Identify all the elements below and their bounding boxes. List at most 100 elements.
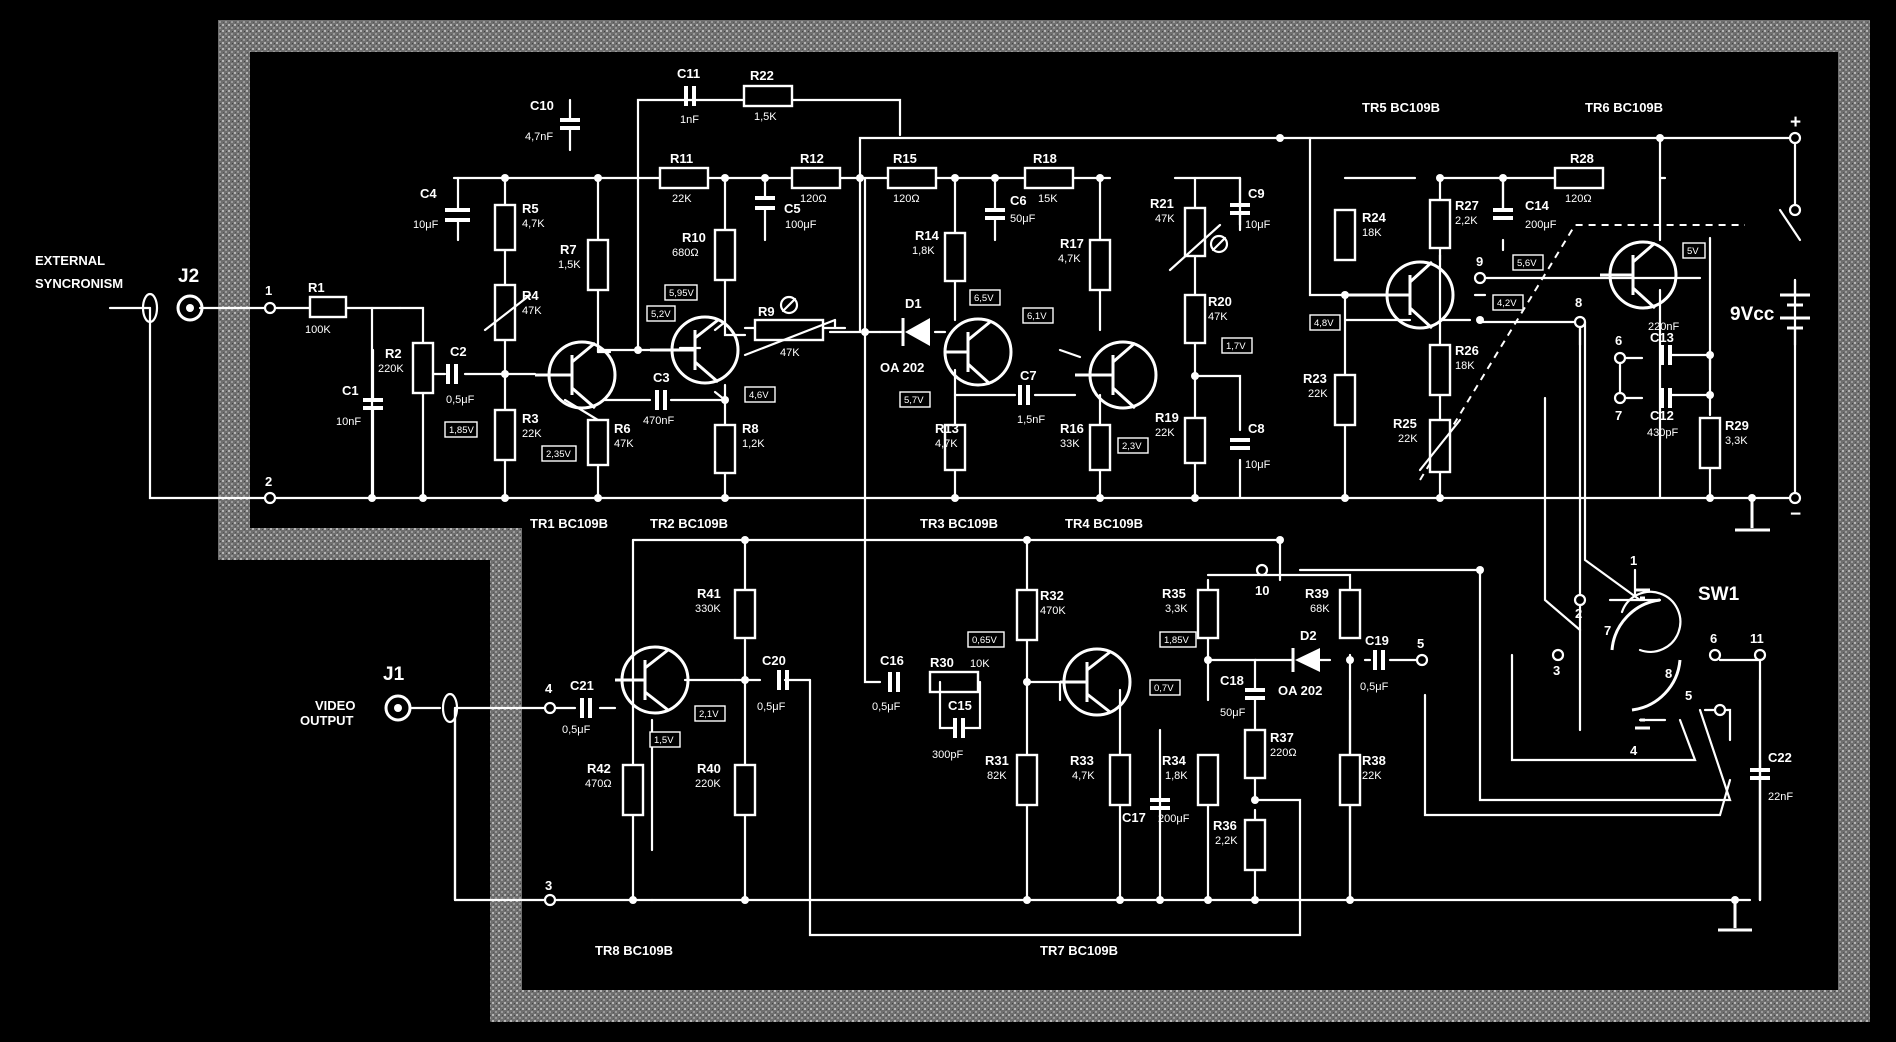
svg-text:10: 10 [1255,583,1269,598]
svg-text:C9: C9 [1248,186,1265,201]
svg-text:C5: C5 [784,201,801,216]
transistor-TR3 [943,317,1013,387]
svg-text:200μF: 200μF [1158,813,1190,825]
minus-label: − [1790,504,1801,525]
diode-D2 [1253,648,1320,672]
capacitor-C11 [684,86,696,106]
svg-text:R6: R6 [614,421,631,436]
connector-J2-label: J2 [178,266,199,287]
svg-text:R11: R11 [670,151,693,166]
capacitor-C10 [560,118,580,130]
capacitor-C21 [580,698,592,718]
transistor-TR7 [1060,647,1132,717]
resistor-R13 [943,423,967,472]
svg-text:470K: 470K [1040,605,1066,617]
terminal-circles [263,131,1802,907]
resistor-R9 [753,318,825,342]
svg-text:4: 4 [545,681,553,696]
rotary-switch-SW1 [1610,588,1682,730]
svg-text:R17: R17 [1060,236,1084,251]
svg-text:R2: R2 [385,346,402,361]
svg-text:220Ω: 220Ω [1270,747,1297,759]
jack-J1-icon [384,692,459,724]
junction-dots [368,134,1756,904]
svg-text:R27: R27 [1455,198,1479,213]
svg-text:50μF: 50μF [1220,707,1246,719]
capacitor-C19 [1373,650,1385,670]
terminal-numbers: 1 2 3 4 5 6 7 8 9 10 1 2 3 4 5 6 7 8 11 [265,254,1764,893]
svg-text:8: 8 [1575,295,1582,310]
svg-text:R29: R29 [1725,418,1749,433]
svg-text:R9: R9 [758,304,775,319]
diode-D1 [878,318,930,346]
svg-text:TR3 BC109B: TR3 BC109B [920,516,998,531]
svg-text:TR6 BC109B: TR6 BC109B [1585,100,1663,115]
svg-text:C4: C4 [420,186,437,201]
svg-text:3,3K: 3,3K [1725,435,1748,447]
resistor-R10 [713,228,737,282]
svg-text:6,5V: 6,5V [974,293,994,304]
capacitor-C3 [655,390,667,410]
svg-text:2: 2 [1575,606,1582,621]
svg-text:2,35V: 2,35V [546,449,571,460]
svg-text:0,5μF: 0,5μF [757,701,786,713]
svg-text:C14: C14 [1525,198,1550,213]
resistor-R7 [586,238,610,292]
svg-text:120Ω: 120Ω [1565,193,1592,205]
svg-text:3,3K: 3,3K [1165,603,1188,615]
svg-text:R19: R19 [1155,410,1179,425]
svg-text:220K: 220K [695,778,721,790]
svg-text:R42: R42 [587,761,611,776]
svg-text:120Ω: 120Ω [800,193,827,205]
svg-text:47K: 47K [1155,213,1175,225]
svg-text:18K: 18K [1362,227,1382,239]
resistor-R1 [308,295,348,319]
svg-text:0,5μF: 0,5μF [446,394,475,406]
svg-text:200μF: 200μF [1525,219,1557,231]
resistor-R36 [1243,818,1267,872]
resistor-R31 [1015,753,1039,807]
svg-text:C8: C8 [1248,421,1265,436]
svg-text:C10: C10 [530,98,554,113]
svg-text:5,7V: 5,7V [904,395,924,406]
svg-text:C19: C19 [1365,633,1389,648]
resistor-R30 [928,670,980,694]
svg-text:R7: R7 [560,242,577,257]
svg-text:50μF: 50μF [1010,213,1036,225]
svg-text:2,2K: 2,2K [1455,215,1478,227]
svg-text:6: 6 [1710,631,1717,646]
svg-text:680Ω: 680Ω [672,247,699,259]
capacitor-C7 [1018,385,1030,405]
svg-text:100μF: 100μF [785,219,817,231]
svg-text:R41: R41 [697,586,721,601]
supply-label: 9Vcc [1730,304,1775,325]
svg-text:7: 7 [1604,623,1611,638]
resistor-R41 [733,588,757,640]
svg-text:2,1V: 2,1V [699,709,719,720]
svg-text:9: 9 [1476,254,1483,269]
svg-text:R26: R26 [1455,343,1479,358]
svg-text:22K: 22K [1362,770,1382,782]
svg-text:R18: R18 [1033,151,1057,166]
svg-text:8: 8 [1665,666,1672,681]
capacitor-C18 [1245,688,1265,700]
svg-text:1: 1 [1630,553,1637,568]
plus-label: + [1790,112,1801,133]
resistor-R26 [1428,343,1452,397]
svg-text:47K: 47K [780,347,800,359]
external-sync-label-1: EXTERNAL [35,253,105,268]
svg-text:1,7V: 1,7V [1226,341,1246,352]
svg-text:100K: 100K [305,324,331,336]
svg-text:1,85V: 1,85V [449,425,474,436]
svg-text:1,5K: 1,5K [558,259,581,271]
resistor-R39 [1338,588,1362,640]
resistor-R11 [658,166,710,190]
svg-text:R3: R3 [522,411,539,426]
svg-text:TR4 BC109B: TR4 BC109B [1065,516,1143,531]
svg-text:C6: C6 [1010,193,1027,208]
capacitor-C12 [1660,388,1672,408]
resistor-R15 [886,166,938,190]
svg-text:120Ω: 120Ω [893,193,920,205]
svg-text:15K: 15K [1038,193,1058,205]
svg-text:1,8K: 1,8K [912,245,935,257]
